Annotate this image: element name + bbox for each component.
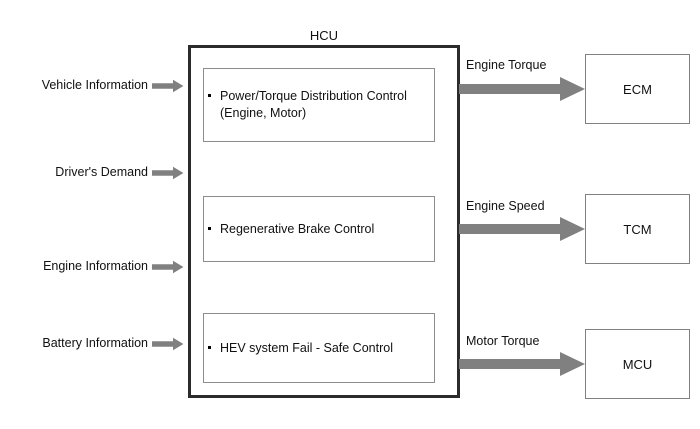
- arrow-right-icon: [152, 260, 184, 274]
- output-label-motor-torque: Motor Torque: [466, 334, 540, 348]
- input-label-vehicle-information: Vehicle Information: [41, 78, 148, 92]
- arrow-right-icon: [459, 352, 585, 376]
- arrow-right-icon: [152, 337, 184, 351]
- hcu-function-box-2: Regenerative Brake Control: [203, 196, 435, 262]
- input-label-drivers-demand: Driver's Demand: [55, 165, 148, 179]
- input-label-battery-information: Battery Information: [42, 336, 148, 350]
- ecu-box-ecm: ECM: [585, 54, 690, 124]
- arrow-right-icon: [459, 217, 585, 241]
- ecu-box-tcm: TCM: [585, 194, 690, 264]
- hcu-function-text-1: Power/Torque Distribution Control (Engin…: [204, 88, 415, 122]
- bullet-icon: [208, 226, 211, 230]
- hcu-function-text-2: Regenerative Brake Control: [204, 221, 382, 238]
- arrow-right-icon: [459, 77, 585, 101]
- hcu-function-box-3: HEV system Fail - Safe Control: [203, 313, 435, 383]
- arrow-right-icon: [152, 79, 184, 93]
- bullet-icon: [208, 94, 211, 97]
- ecu-label-ecm: ECM: [623, 81, 652, 97]
- output-label-engine-torque: Engine Torque: [466, 58, 547, 72]
- input-label-engine-information: Engine Information: [43, 259, 148, 273]
- output-label-engine-speed: Engine Speed: [466, 199, 545, 213]
- ecu-label-tcm: TCM: [623, 221, 652, 237]
- ecu-box-mcu: MCU: [585, 329, 690, 399]
- bullet-icon: [208, 345, 211, 349]
- arrow-right-icon: [152, 166, 184, 180]
- ecu-label-mcu: MCU: [622, 356, 653, 372]
- hcu-title: HCU: [309, 28, 339, 43]
- hcu-function-box-1: Power/Torque Distribution Control (Engin…: [203, 68, 435, 142]
- hcu-function-text-3: HEV system Fail - Safe Control: [204, 340, 401, 357]
